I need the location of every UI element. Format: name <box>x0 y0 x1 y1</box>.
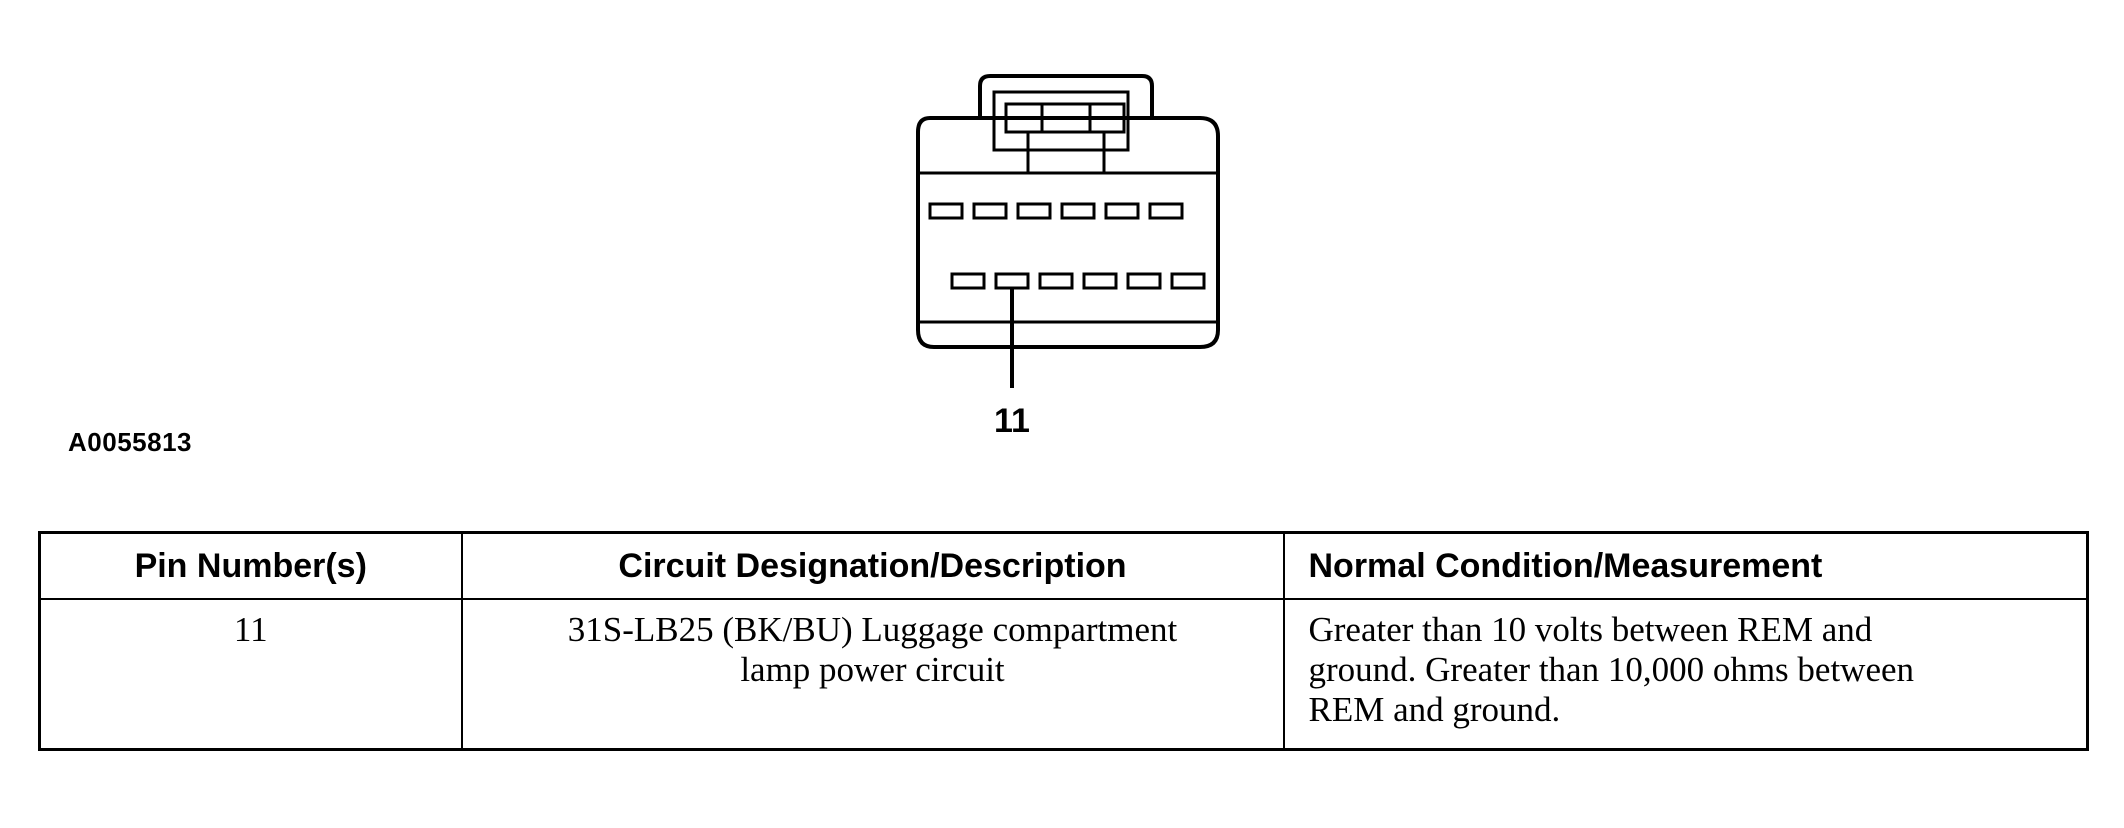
table-row: 11 31S-LB25 (BK/BU) Luggage compartment … <box>38 598 2089 751</box>
pin-callout-label: 11 <box>994 402 1030 440</box>
measurement-line: ground. Greater than 10,000 ohms between <box>1308 650 1915 689</box>
locking-tab <box>978 74 1154 118</box>
pin-table: Pin Number(s) Circuit Designation/Descri… <box>38 531 2089 751</box>
latch-stem <box>1026 132 1106 173</box>
bottom-pin-cavity <box>950 272 986 290</box>
circuit-line: 31S-LB25 (BK/BU) Luggage compartment <box>567 610 1178 649</box>
header-circuit-description: Circuit Designation/Description <box>460 531 1285 600</box>
bottom-pin-cavity <box>1038 272 1074 290</box>
measurement-line: REM and ground. <box>1308 690 1561 729</box>
table-header-row: Pin Number(s) Circuit Designation/Descri… <box>38 531 2089 600</box>
connector-diagram: 11 <box>916 74 1220 440</box>
pin-number-text: 11 <box>233 610 268 649</box>
top-pin-row <box>928 202 1184 220</box>
bottom-pin-cavity <box>1170 272 1206 290</box>
circuit-line: lamp power circuit <box>740 650 1005 689</box>
bottom-pin-row <box>950 272 1206 290</box>
cell-pin-number: 11 <box>38 598 463 751</box>
figure-id-label: A0055813 <box>68 427 192 457</box>
latch-slot <box>1088 102 1126 134</box>
cell-measurement: Greater than 10 volts between REM and gr… <box>1282 598 2089 751</box>
header-pin-numbers: Pin Number(s) <box>38 531 463 600</box>
measurement-line: Greater than 10 volts between REM and <box>1308 610 1873 649</box>
bottom-pin-cavity <box>1082 272 1118 290</box>
connector-body <box>916 116 1220 349</box>
bottom-pin-cavity <box>994 272 1030 290</box>
top-pin-cavity <box>1016 202 1052 220</box>
header-normal-condition: Normal Condition/Measurement <box>1282 531 2089 600</box>
top-pin-cavity <box>972 202 1008 220</box>
top-pin-cavity <box>1060 202 1096 220</box>
cell-circuit-description: 31S-LB25 (BK/BU) Luggage compartment lam… <box>460 598 1285 751</box>
top-pin-cavity <box>1148 202 1184 220</box>
locking-tab-inner <box>992 90 1130 152</box>
bottom-pin-cavity <box>1126 272 1162 290</box>
top-pin-cavity <box>928 202 964 220</box>
top-pin-cavity <box>1104 202 1140 220</box>
